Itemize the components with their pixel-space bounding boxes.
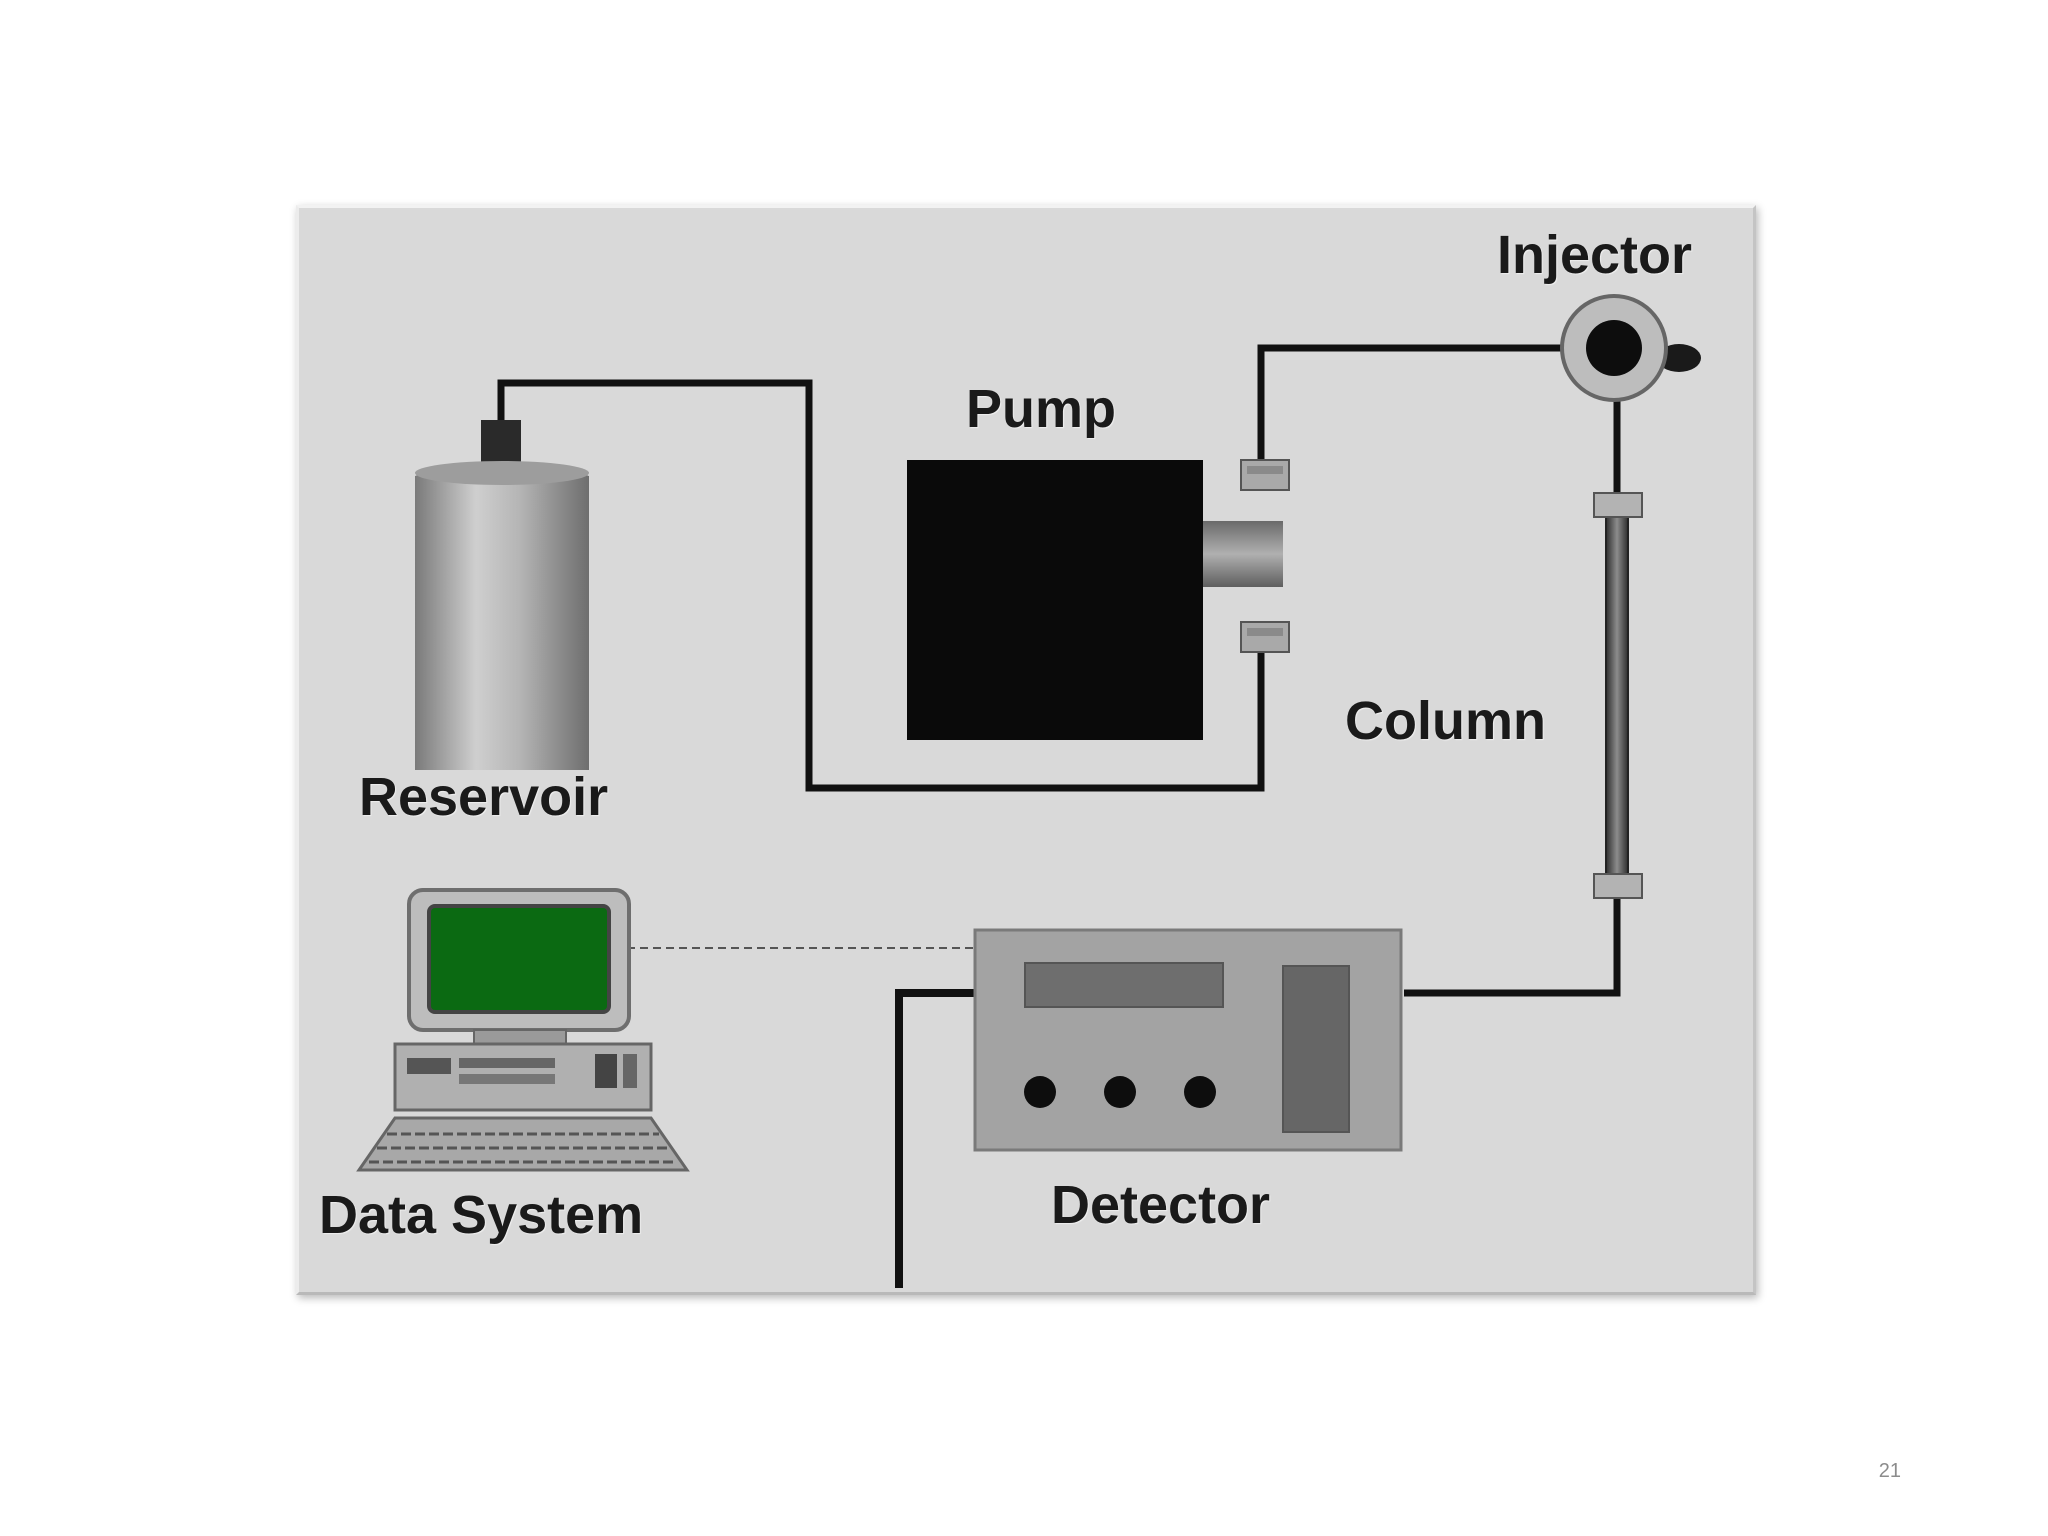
pump-icon — [907, 459, 1290, 740]
column-label: Column — [1345, 691, 1546, 751]
tube-reservoir-to-pump — [497, 379, 1265, 792]
hplc-schematic — [356, 294, 1701, 1288]
injector-icon — [1560, 294, 1701, 402]
hplc-diagram-panel: Injector Pump Reservoir Column Detector … — [296, 205, 1756, 1295]
tube-pump-to-injector — [1257, 344, 1617, 463]
pump-label: Pump — [966, 379, 1117, 439]
reservoir-icon — [415, 420, 589, 770]
detector-icon — [973, 928, 1403, 1152]
column-icon — [1593, 492, 1643, 899]
detector-label: Detector — [1051, 1175, 1271, 1235]
reservoir-label: Reservoir — [359, 767, 609, 827]
computer-icon — [356, 888, 690, 1172]
data-system-label: Data System — [319, 1185, 644, 1245]
page-number: 21 — [1878, 1460, 1901, 1482]
injector-label: Injector — [1497, 225, 1693, 285]
